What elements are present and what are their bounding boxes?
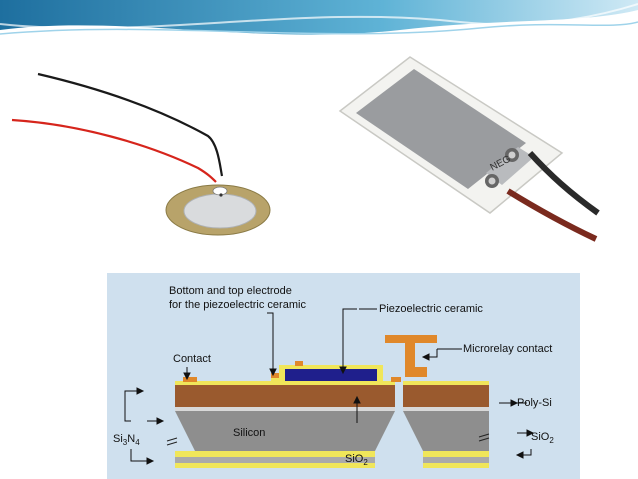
- label-poly-si: Poly-Si: [517, 397, 552, 409]
- contact-pad: [183, 377, 197, 382]
- poly-si-layer-right: [403, 385, 489, 407]
- header-wave-banner: [0, 0, 638, 44]
- poly-si-layer-left: [175, 385, 395, 407]
- silicon-block-left: [175, 411, 395, 451]
- label-contact: Contact: [173, 353, 211, 365]
- label-silicon: Silicon: [233, 427, 266, 439]
- piezo-strip-photo: [300, 45, 630, 253]
- label-electrode-line1: Bottom and top electrode: [169, 285, 292, 297]
- microrelay-cross-section: [124, 308, 535, 468]
- label-sio2-left: SiO2: [345, 453, 368, 468]
- label-sio2-right: SiO2: [531, 431, 554, 446]
- piezo-ceramic: [285, 369, 377, 381]
- piezo-disc-photo: [8, 48, 288, 264]
- microrelay-contact: [385, 335, 437, 343]
- microrelay-diagram: Bottom and top electrode for the piezoel…: [107, 273, 580, 479]
- label-si3n4: Si3N4: [113, 433, 140, 448]
- label-electrode-line2: for the piezoelectric ceramic: [169, 299, 306, 311]
- label-piezo-ceramic: Piezoelectric ceramic: [379, 303, 483, 315]
- label-microrelay-contact: Microrelay contact: [463, 343, 553, 355]
